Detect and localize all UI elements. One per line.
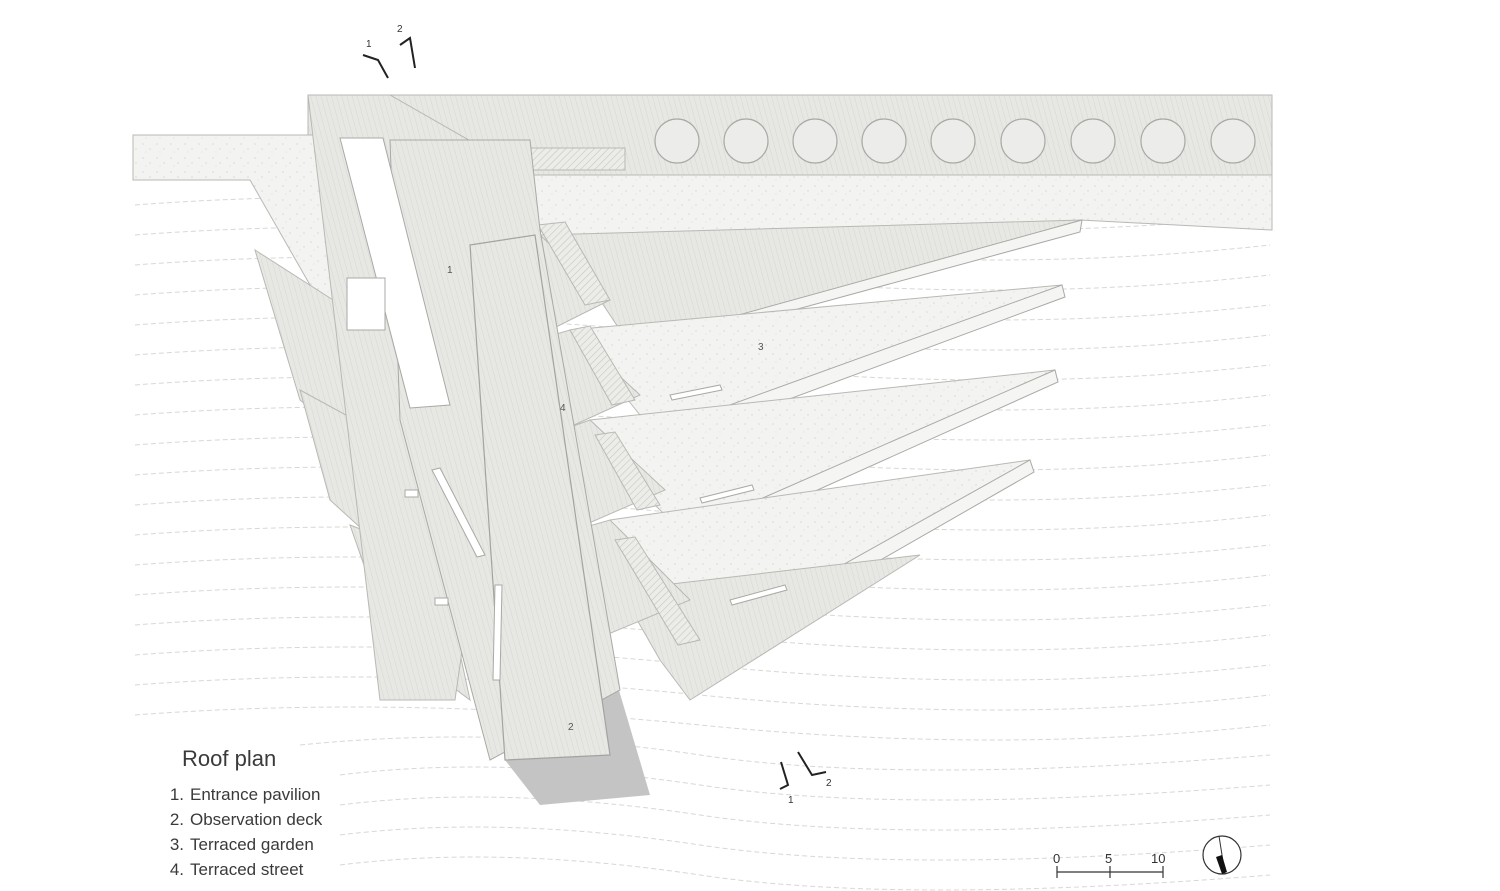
- legend-item-label: Terraced garden: [190, 835, 314, 854]
- legend-item-entrance: 1. Entrance pavilion: [160, 782, 322, 807]
- legend-list: 1. Entrance pavilion 2. Observation deck…: [160, 782, 322, 882]
- legend-item-number: 3.: [169, 835, 184, 854]
- skylight-box: [346, 277, 386, 331]
- scale-label-10: 10: [1151, 851, 1165, 866]
- north-arrow-icon: [1202, 835, 1242, 875]
- skylight-slots: [404, 384, 788, 681]
- scale-bar: 0 5 10: [1053, 851, 1165, 878]
- section-marker-bottom: [779, 751, 827, 790]
- plan-label-observation: 2: [568, 722, 574, 733]
- plan-label-entrance: 1: [447, 265, 453, 276]
- observation-deck: [469, 234, 611, 761]
- deck-shadow: [505, 560, 650, 805]
- plan-label-street: 4: [560, 403, 566, 414]
- legend-item-number: 2.: [169, 810, 184, 829]
- legend: Roof plan 1. Entrance pavilion 2. Observ…: [160, 746, 322, 882]
- tree-planters: [654, 118, 1256, 164]
- legend-item-number: 4.: [169, 860, 184, 879]
- legend-title: Roof plan: [182, 746, 277, 771]
- scale-label-0: 0: [1053, 851, 1060, 866]
- section-label-top-1: 1: [366, 39, 372, 50]
- legend-item-street: 4. Terraced street: [160, 857, 322, 882]
- skylight-long: [339, 137, 451, 409]
- section-label-bottom-2: 2: [826, 778, 832, 789]
- scale-label-5: 5: [1105, 851, 1112, 866]
- legend-item-observation: 2. Observation deck: [160, 807, 322, 832]
- stair-hatches: [537, 221, 701, 646]
- plan-label-garden: 3: [758, 342, 764, 353]
- legend-item-label: Entrance pavilion: [190, 785, 321, 804]
- legend-item-label: Observation deck: [190, 810, 323, 829]
- legend-item-label: Terraced street: [190, 860, 304, 879]
- legend-item-number: 1.: [169, 785, 184, 804]
- section-label-bottom-1: 1: [788, 795, 794, 806]
- legend-item-garden: 3. Terraced garden: [160, 832, 322, 857]
- terrain-contours: [134, 196, 1271, 891]
- section-label-top-2: 2: [397, 24, 403, 35]
- section-marker-top: [362, 36, 416, 79]
